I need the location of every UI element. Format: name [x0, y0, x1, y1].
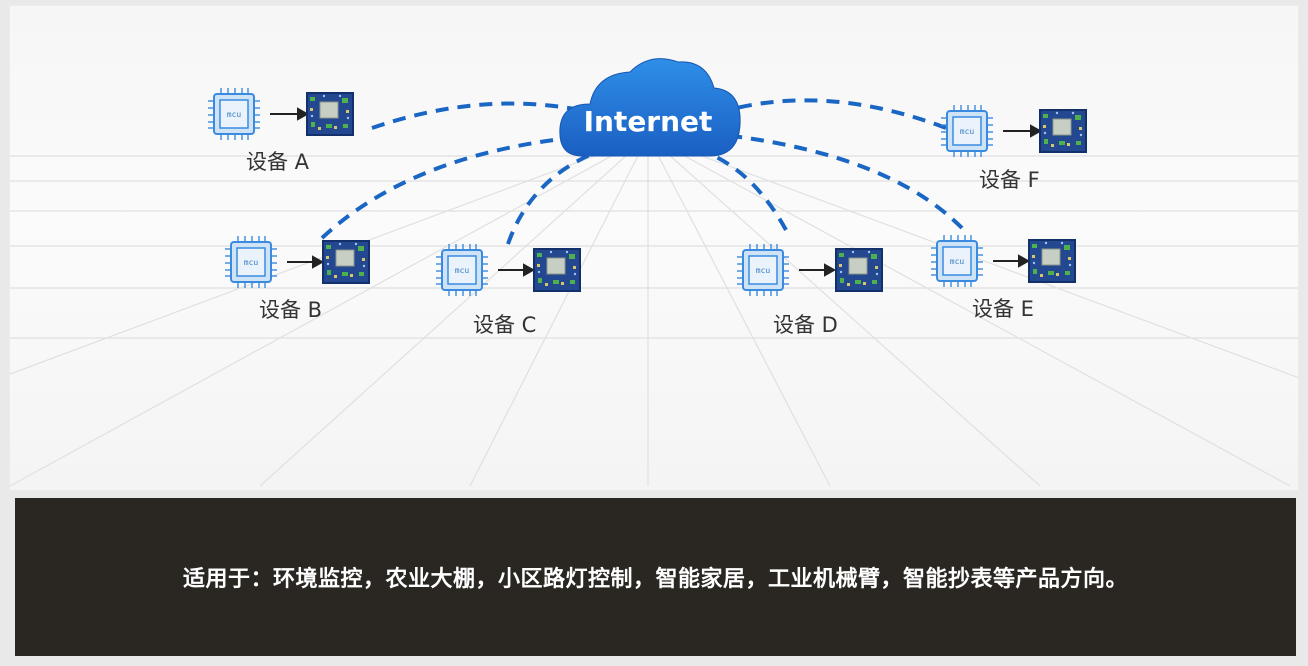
device-b-label: 设备 B	[259, 298, 323, 322]
arrow-icon	[270, 107, 310, 121]
chip-label: mcu	[227, 110, 242, 119]
device-b-module-icon	[322, 240, 370, 284]
network-diagram: Internet mcu mcu mcu mcu mcu mcu	[10, 6, 1298, 490]
device-f-label: 设备 F	[979, 168, 1040, 192]
link-f	[727, 98, 947, 130]
link-d	[709, 152, 788, 231]
device-c-label: 设备 C	[473, 313, 537, 337]
device-d-module-icon	[835, 248, 883, 292]
chip-label: mcu	[950, 257, 965, 266]
chip-label: mcu	[756, 266, 771, 275]
link-b	[320, 136, 571, 240]
arrow-icon	[287, 255, 325, 269]
cloud-label: Internet	[584, 105, 713, 138]
device-d-label: 设备 D	[773, 313, 838, 337]
device-c-module-icon	[533, 248, 581, 292]
device-a-module-icon	[306, 92, 354, 136]
caption-bar: 适用于：环境监控，农业大棚，小区路灯控制，智能家居，工业机械臂，智能抄表等产品方…	[15, 498, 1296, 656]
floor-grid	[10, 135, 1298, 487]
device-b-chip-icon: mcu	[224, 235, 278, 289]
chip-label: mcu	[960, 127, 975, 136]
caption-text: 适用于：环境监控，农业大棚，小区路灯控制，智能家居，工业机械臂，智能抄表等产品方…	[182, 567, 1128, 592]
chip-label: mcu	[244, 258, 259, 267]
arrow-icon	[993, 254, 1031, 268]
device-f-chip-icon: mcu	[940, 104, 994, 158]
device-c-chip-icon: mcu	[435, 243, 489, 297]
diagram-canvas: Internet mcu mcu mcu mcu mcu mcu	[10, 58, 1298, 487]
chip-label: mcu	[455, 266, 470, 275]
link-e	[731, 134, 964, 230]
connection-links	[320, 98, 964, 245]
device-a-chip-icon: mcu	[207, 87, 261, 141]
device-e-module-icon	[1028, 239, 1076, 283]
arrow-icon	[799, 263, 837, 277]
link-a	[371, 101, 581, 130]
arrow-icon	[1003, 124, 1043, 138]
link-c	[506, 152, 593, 245]
arrow-icon	[498, 263, 536, 277]
device-e-chip-icon: mcu	[930, 234, 984, 288]
device-e-label: 设备 E	[972, 297, 1034, 321]
internet-cloud-icon: Internet	[559, 58, 741, 157]
device-a-label: 设备 A	[246, 150, 310, 174]
device-f-module-icon	[1039, 109, 1087, 153]
device-d-chip-icon: mcu	[736, 243, 790, 297]
